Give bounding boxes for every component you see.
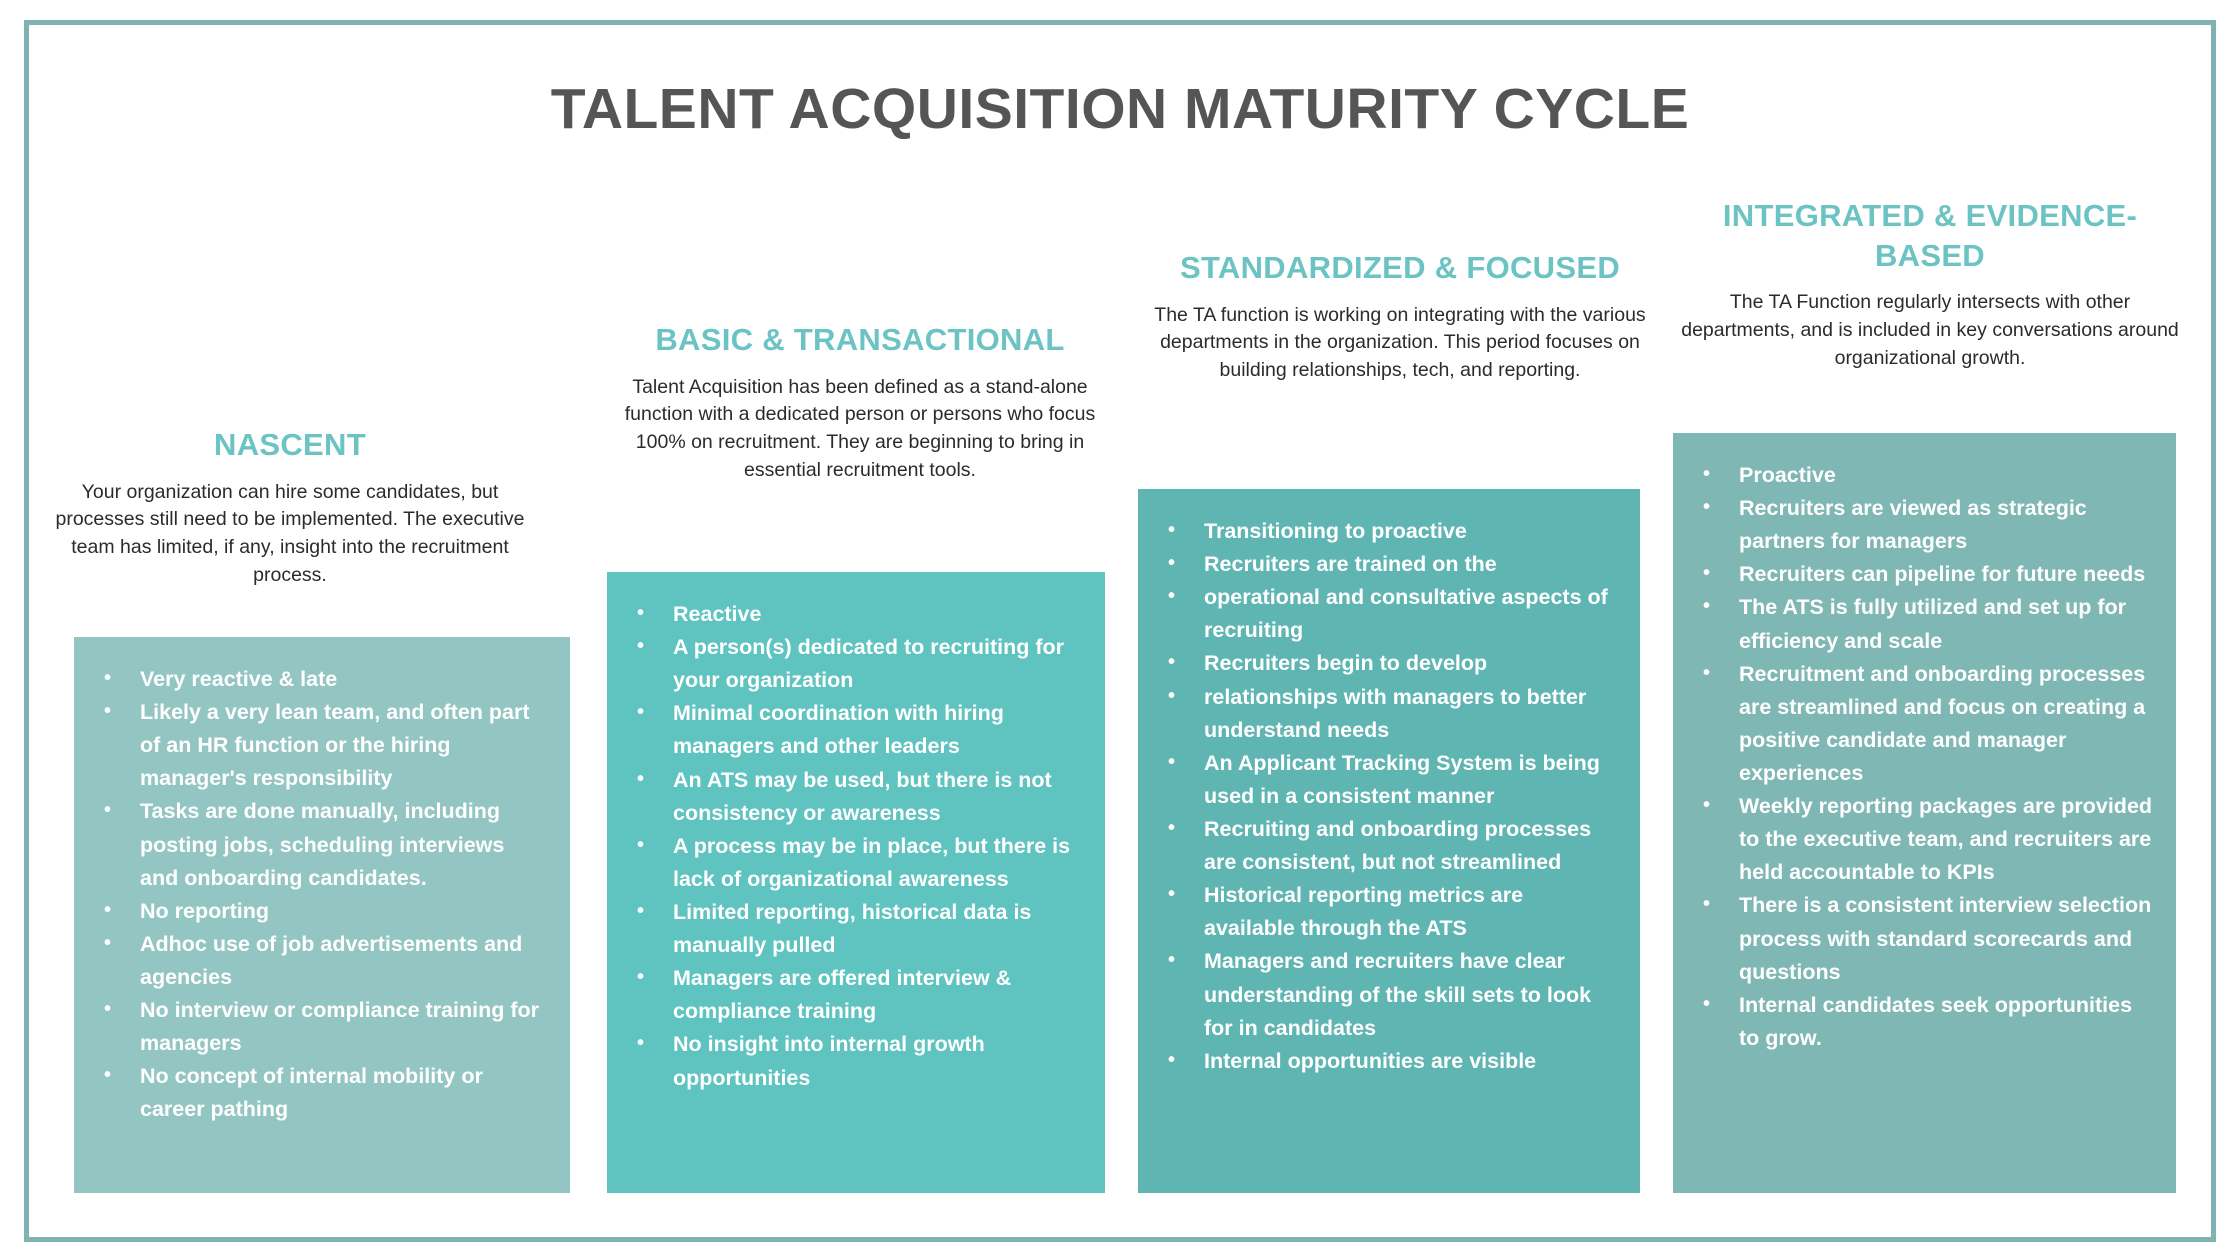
bullet-list-basic-transactional: Reactive A person(s) dedicated to recrui… [629, 598, 1083, 1095]
list-item: Proactive [1695, 459, 2154, 492]
list-item: An Applicant Tracking System is being us… [1160, 747, 1618, 813]
list-item: Managers are offered interview & complia… [629, 962, 1083, 1028]
stage-column-standardized-focused: STANDARDIZED & FOCUSED The TA function i… [1140, 248, 1660, 385]
stage-description-basic-transactional: Talent Acquisition has been defined as a… [624, 375, 1096, 481]
stage-heading-standardized-focused: STANDARDIZED & FOCUSED [1179, 250, 1621, 285]
list-item: Internal candidates seek opportunities t… [1695, 989, 2154, 1055]
stage-heading-nascent: NASCENT [214, 427, 366, 462]
list-item: An ATS may be used, but there is not con… [629, 764, 1083, 830]
stage-bullet-box-basic-transactional: Reactive A person(s) dedicated to recrui… [607, 572, 1105, 1193]
list-item: Very reactive & late [96, 663, 548, 696]
list-item: No concept of internal mobility or caree… [96, 1060, 548, 1126]
list-item: Reactive [629, 598, 1083, 631]
list-item: Historical reporting metrics are availab… [1160, 879, 1618, 945]
list-item: Recruitment and onboarding processes are… [1695, 658, 2154, 790]
list-item: Managers and recruiters have clear under… [1160, 945, 1618, 1044]
stage-column-nascent: NASCENT Your organization can hire some … [40, 425, 540, 589]
stage-heading-basic-transactional: BASIC & TRANSACTIONAL [655, 322, 1065, 357]
list-item: No interview or compliance training for … [96, 994, 548, 1060]
list-item: Recruiters are viewed as strategic partn… [1695, 492, 2154, 558]
stage-description-integrated-evidence-based: The TA Function regularly intersects wit… [1681, 291, 2179, 369]
bullet-list-integrated-evidence-based: Proactive Recruiters are viewed as strat… [1695, 459, 2154, 1055]
list-item: Transitioning to proactive [1160, 515, 1618, 548]
list-item: There is a consistent interview selectio… [1695, 889, 2154, 988]
list-item: No reporting [96, 895, 548, 928]
list-item: No insight into internal growth opportun… [629, 1028, 1083, 1094]
list-item: Likely a very lean team, and often part … [96, 696, 548, 795]
list-item: Internal opportunities are visible [1160, 1045, 1618, 1078]
stage-column-basic-transactional: BASIC & TRANSACTIONAL Talent Acquisition… [610, 320, 1110, 484]
stage-bullet-box-standardized-focused: Transitioning to proactive Recruiters ar… [1138, 489, 1640, 1193]
stage-description-standardized-focused: The TA function is working on integratin… [1154, 303, 1646, 382]
list-item: Recruiters begin to develop [1160, 647, 1618, 680]
list-item: Limited reporting, historical data is ma… [629, 896, 1083, 962]
list-item: Weekly reporting packages are provided t… [1695, 790, 2154, 889]
stage-bullet-box-integrated-evidence-based: Proactive Recruiters are viewed as strat… [1673, 433, 2176, 1193]
list-item: A process may be in place, but there is … [629, 830, 1083, 896]
list-item: Recruiters are trained on the [1160, 548, 1618, 581]
stage-heading-integrated-evidence-based: INTEGRATED & EVIDENCE-BASED [1722, 198, 2138, 273]
list-item: Recruiters can pipeline for future needs [1695, 558, 2154, 591]
stage-column-integrated-evidence-based: INTEGRATED & EVIDENCE-BASED The TA Funct… [1680, 196, 2180, 372]
page-title: TALENT ACQUISITION MATURITY CYCLE [550, 77, 1690, 141]
list-item: operational and consultative aspects of … [1160, 581, 1618, 647]
bullet-list-standardized-focused: Transitioning to proactive Recruiters ar… [1160, 515, 1618, 1078]
list-item: Tasks are done manually, including posti… [96, 795, 548, 894]
stage-bullet-box-nascent: Very reactive & late Likely a very lean … [74, 637, 570, 1193]
list-item: Recruiting and onboarding processes are … [1160, 813, 1618, 879]
list-item: Adhoc use of job advertisements and agen… [96, 928, 548, 994]
list-item: Minimal coordination with hiring manager… [629, 697, 1083, 763]
bullet-list-nascent: Very reactive & late Likely a very lean … [96, 663, 548, 1127]
list-item: The ATS is fully utilized and set up for… [1695, 591, 2154, 657]
list-item: A person(s) dedicated to recruiting for … [629, 631, 1083, 697]
list-item: relationships with managers to better un… [1160, 681, 1618, 747]
stage-description-nascent: Your organization can hire some candidat… [55, 480, 525, 586]
